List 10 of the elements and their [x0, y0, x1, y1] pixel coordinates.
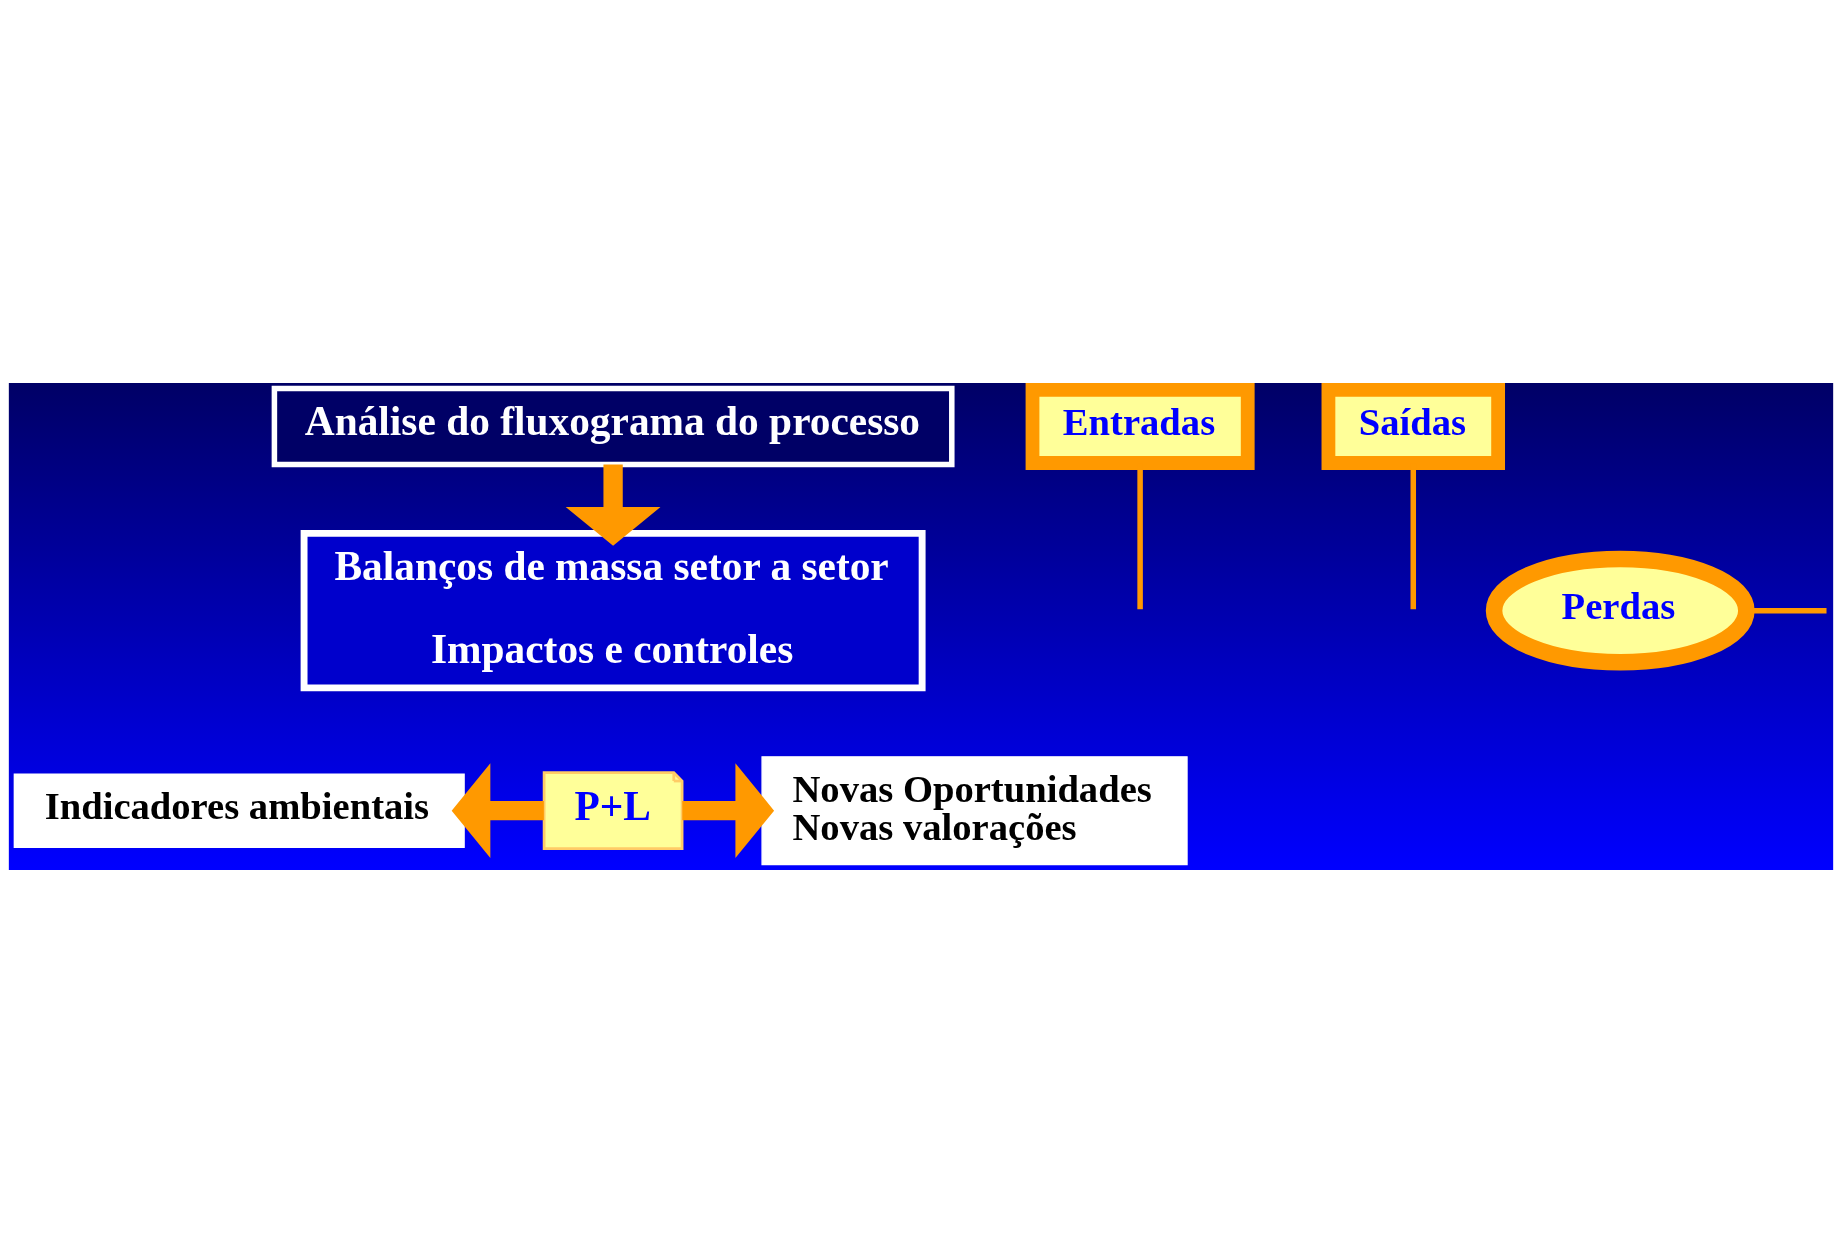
- node-box: Entradas: [1025, 383, 1255, 470]
- arrow: [451, 763, 544, 859]
- arrow: [682, 763, 775, 859]
- node-box: Saídas: [1321, 383, 1505, 470]
- node-box: Novas Oportunidades Novas valorações: [761, 756, 1188, 866]
- node-box: Análise do fluxograma do processo: [271, 385, 955, 468]
- node-box: Indicadores ambientais: [13, 773, 465, 848]
- node-box: Balanços de massa setor a setor Impactos e controles: [300, 529, 926, 692]
- node-ellipse: Perdas: [1485, 550, 1755, 671]
- arrow: [565, 464, 661, 546]
